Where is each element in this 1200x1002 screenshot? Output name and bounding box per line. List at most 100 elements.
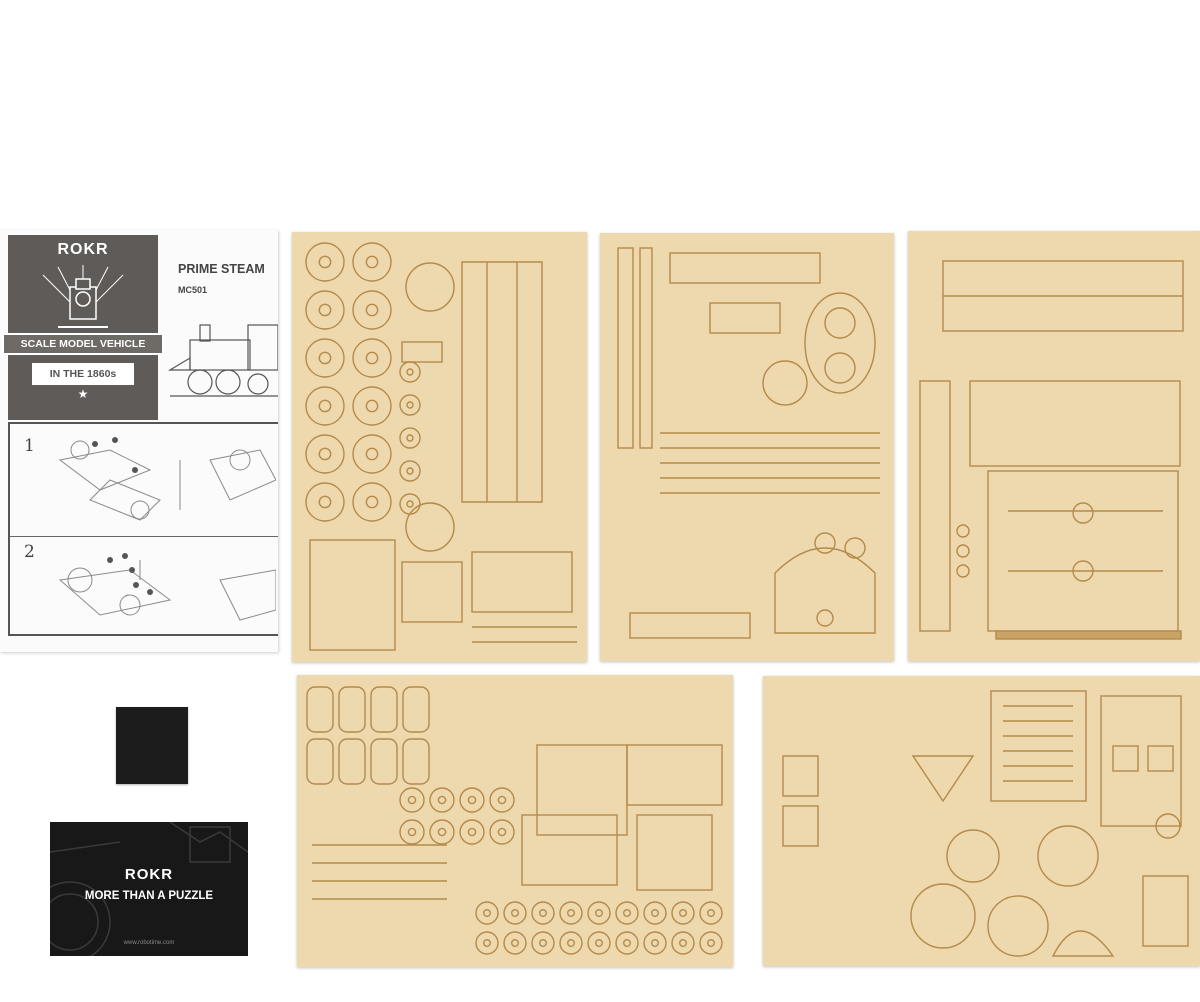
wheel-hub bbox=[467, 827, 477, 837]
wheel-part bbox=[305, 290, 345, 330]
wheel-hub bbox=[595, 908, 604, 917]
bracket-part bbox=[402, 686, 430, 733]
wheel-part bbox=[531, 901, 555, 925]
brand-card: ROKR MORE THAN A PUZZLE www.robotime.com bbox=[50, 822, 248, 956]
sheet-1-parts bbox=[305, 242, 577, 651]
wheel-hub bbox=[482, 908, 491, 917]
wood-sheet-3 bbox=[908, 231, 1200, 661]
wheel-part bbox=[671, 931, 695, 955]
panel-part bbox=[636, 814, 713, 891]
bracket-part bbox=[370, 738, 398, 785]
step-divider bbox=[10, 536, 278, 537]
wheel-part bbox=[429, 787, 455, 813]
wheel-hub bbox=[365, 447, 379, 461]
star-icon: ★ bbox=[77, 387, 89, 401]
wheel-hub bbox=[651, 908, 660, 917]
wheel-hub bbox=[497, 827, 507, 837]
card-url: www.robotime.com bbox=[123, 940, 175, 946]
instruction-manual: ROKR SCALE MODEL VEHICLE IN THE 1860s ★ … bbox=[0, 230, 278, 652]
wheel-hub bbox=[318, 351, 332, 365]
wheel-part bbox=[559, 901, 583, 925]
wheel-part bbox=[305, 242, 345, 282]
manual-badge: ROKR SCALE MODEL VEHICLE IN THE 1860s ★ bbox=[2, 235, 164, 420]
wheel-hub bbox=[365, 303, 379, 317]
wheel-part bbox=[489, 819, 515, 845]
wheel-part bbox=[489, 787, 515, 813]
wood-sheet-5 bbox=[763, 676, 1200, 966]
manual-steps-frame: 1 2 bbox=[8, 422, 278, 636]
wheel-hub bbox=[365, 351, 379, 365]
bracket-part bbox=[338, 738, 366, 785]
wood-sheet-4 bbox=[297, 675, 733, 967]
wheel-hub bbox=[707, 908, 716, 917]
wheel-hub bbox=[437, 827, 447, 837]
panel-part bbox=[626, 744, 723, 806]
sheet-4-parts bbox=[306, 686, 723, 955]
bracket-part bbox=[306, 738, 334, 785]
wheel-part bbox=[503, 901, 527, 925]
wheel-part bbox=[352, 434, 392, 474]
wheel-part bbox=[503, 931, 527, 955]
wheel-part bbox=[399, 427, 421, 449]
wheel-hub bbox=[538, 908, 547, 917]
wheel-hub bbox=[510, 908, 519, 917]
wheel-part bbox=[643, 901, 667, 925]
wheel-part bbox=[429, 819, 455, 845]
wheel-part bbox=[475, 901, 499, 925]
locomotive-icon bbox=[42, 265, 124, 328]
wheel-part bbox=[352, 338, 392, 378]
wheel-hub bbox=[318, 495, 332, 509]
wheel-hub bbox=[407, 795, 417, 805]
wheel-part bbox=[699, 901, 723, 925]
wheel-part bbox=[643, 931, 667, 955]
wheel-part bbox=[352, 242, 392, 282]
wheel-part bbox=[587, 931, 611, 955]
card-tagline: MORE THAN A PUZZLE bbox=[84, 890, 214, 902]
wheel-part bbox=[399, 819, 425, 845]
sheet-2-parts bbox=[617, 247, 880, 639]
manual-code: MC501 bbox=[178, 285, 208, 295]
wheel-hub bbox=[407, 827, 417, 837]
wheel-part bbox=[305, 482, 345, 522]
wheel-hub bbox=[467, 795, 477, 805]
wheel-hub bbox=[510, 939, 519, 948]
wheel-hub bbox=[406, 368, 414, 376]
wheel-part bbox=[531, 931, 555, 955]
wheel-hub bbox=[365, 399, 379, 413]
manual-title: PRIME STEAM bbox=[178, 262, 265, 276]
step-number-1: 1 bbox=[24, 436, 35, 456]
wheel-part bbox=[671, 901, 695, 925]
wheel-hub bbox=[679, 908, 688, 917]
wheel-part bbox=[615, 901, 639, 925]
wheel-part bbox=[399, 460, 421, 482]
wheel-part bbox=[352, 290, 392, 330]
wheel-part bbox=[615, 931, 639, 955]
wheel-hub bbox=[406, 401, 414, 409]
wheel-hub bbox=[623, 939, 632, 948]
bracket-part bbox=[370, 686, 398, 733]
manual-brand: ROKR bbox=[57, 241, 109, 258]
wood-sheet-1 bbox=[292, 232, 587, 662]
manual-era: IN THE 1860s bbox=[32, 363, 134, 385]
card-background-graphic bbox=[50, 822, 248, 956]
bracket-part bbox=[306, 686, 334, 733]
wheel-hub bbox=[406, 500, 414, 508]
wheel-hub bbox=[679, 939, 688, 948]
sanding-sponge bbox=[116, 707, 188, 784]
wheel-hub bbox=[623, 908, 632, 917]
wheel-hub bbox=[437, 795, 447, 805]
wheel-hub bbox=[707, 939, 716, 948]
step-diagrams bbox=[58, 437, 276, 621]
bracket-part bbox=[402, 738, 430, 785]
sheet-5-parts bbox=[782, 690, 1189, 957]
wheel-part bbox=[699, 931, 723, 955]
wheel-part bbox=[399, 361, 421, 383]
wheel-part bbox=[559, 931, 583, 955]
bracket-part bbox=[338, 686, 366, 733]
wheel-hub bbox=[318, 303, 332, 317]
wheel-hub bbox=[406, 434, 414, 442]
locomotive-illustration bbox=[167, 324, 278, 397]
wheel-part bbox=[399, 394, 421, 416]
card-brand: ROKR bbox=[124, 866, 174, 883]
